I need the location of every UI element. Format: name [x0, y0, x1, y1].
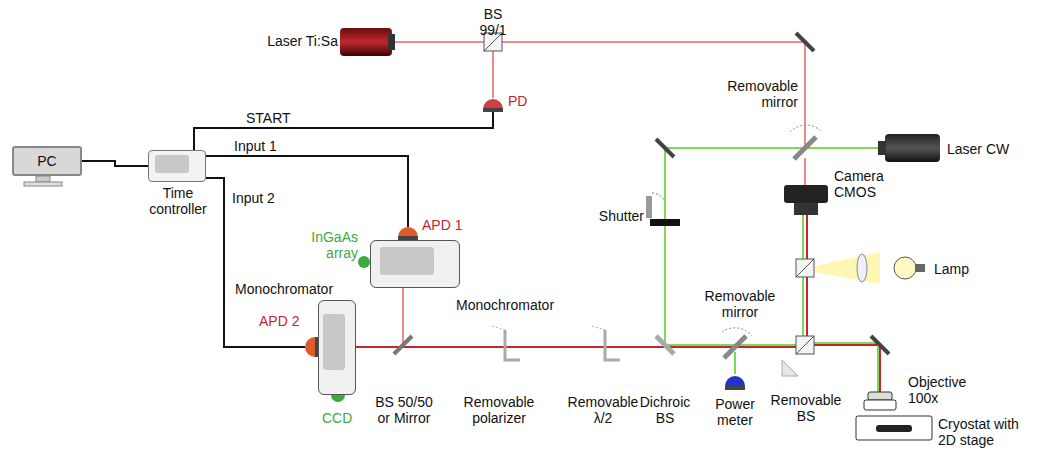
monochromator: Monochromator [318, 300, 356, 395]
component-label: Camera CMOS [834, 168, 904, 200]
component-label: CCD [322, 410, 362, 426]
node-label: Monochromator [235, 281, 345, 297]
tisa-beam [395, 42, 805, 148]
component-label: BS 50/50 or Mirror [368, 394, 440, 426]
component-label: Laser CW [947, 141, 1027, 157]
node-label: PD [508, 93, 538, 109]
removable-bs [782, 336, 814, 376]
node-label: PC [14, 148, 80, 174]
component-label: Removable polarizer [456, 394, 542, 426]
component-label: Removable mirror [700, 288, 780, 320]
removable-mirror [790, 125, 822, 159]
cryostat [856, 416, 932, 440]
wire-label: START [244, 110, 293, 126]
cw-laser [878, 134, 940, 162]
lamp [796, 252, 925, 284]
node-label: Time controller [138, 185, 218, 217]
wire-label: Input 2 [230, 190, 277, 206]
component-label: Dichroic BS [630, 394, 700, 426]
wire-label: Input 1 [232, 138, 279, 154]
component-label: Removable BS [766, 392, 846, 424]
mirror [796, 33, 814, 51]
ingaas-array [358, 256, 370, 268]
detection-beam [402, 288, 404, 345]
component-label: InGaAs array [296, 229, 358, 261]
component-label: Shutter [584, 208, 644, 224]
time-controller: Time controller [148, 150, 206, 182]
apd-detector: APD 1 [398, 227, 418, 240]
photodiode: PD [483, 99, 503, 112]
component-label: Objective 100x [908, 374, 968, 406]
removable-mirror [722, 328, 752, 390]
node-label: APD 2 [259, 313, 309, 329]
node-label: APD 1 [422, 217, 472, 233]
shutter [646, 193, 680, 226]
ccd [331, 395, 345, 402]
node-label: Monochromator [456, 297, 566, 313]
signal-wire [82, 161, 148, 166]
panel [323, 314, 345, 370]
monochromator: Monochromator [370, 240, 460, 288]
polarizer [492, 326, 620, 360]
dichroic [656, 336, 674, 354]
component-label: Laser Ti:Sa [262, 33, 338, 49]
ti-sa-laser [340, 28, 395, 56]
mirror [656, 139, 674, 157]
pc-icon [24, 176, 62, 186]
camera [784, 185, 828, 215]
pc-monitor: PC [12, 146, 82, 176]
component-label: Cryostat with 2D stage [938, 416, 1034, 448]
component-label: Lamp [934, 261, 984, 277]
beam-splitter [394, 336, 412, 354]
component-label: Removable mirror [722, 78, 798, 110]
component-label: Removable λ/2 [560, 394, 646, 426]
panel [380, 247, 435, 275]
objective [864, 336, 896, 410]
signal-wire [206, 156, 408, 227]
component-label: Power meter [700, 396, 770, 428]
component-label: BS 99/1 [473, 6, 513, 38]
panel [155, 155, 190, 173]
apd-detector: APD 2 [305, 337, 319, 357]
